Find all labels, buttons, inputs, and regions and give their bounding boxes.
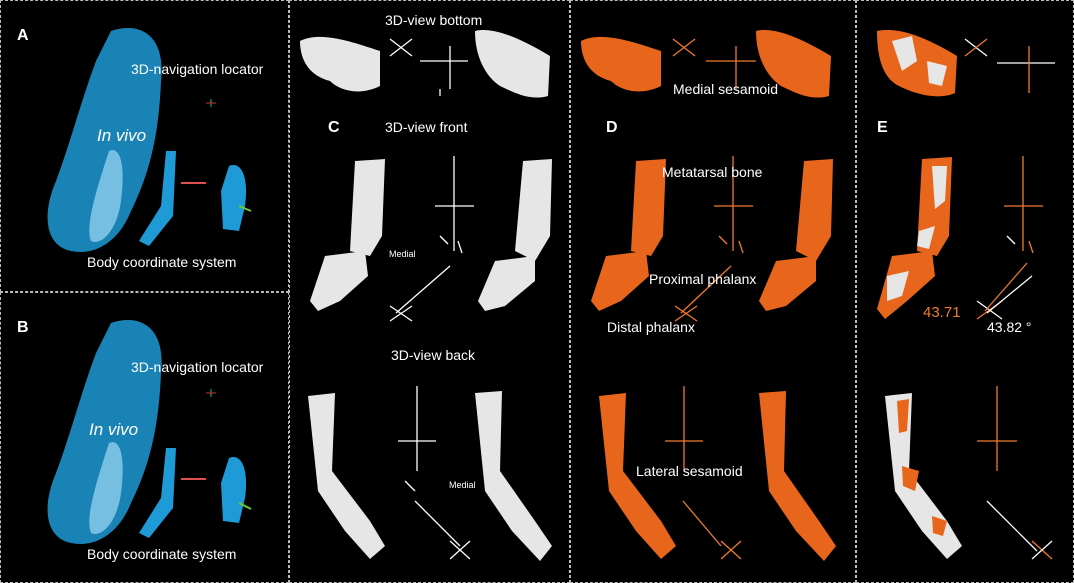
distal-phalanx-label: Distal phalanx bbox=[607, 319, 695, 335]
proximal-phalanx-label: Proximal phalanx bbox=[649, 271, 757, 287]
medial-label-front: Medial bbox=[389, 249, 416, 259]
panel-b-label: B bbox=[17, 319, 29, 336]
view-back-label: 3D-view back bbox=[391, 347, 476, 363]
view-bottom-label: 3D-view bottom bbox=[385, 12, 483, 28]
in-vivo-label-a: In vivo bbox=[97, 126, 147, 145]
panel-d: Medial sesamoid D Metatarsal bone Proxim… bbox=[570, 0, 856, 583]
foot-model-a bbox=[47, 28, 252, 252]
panel-e-label: E bbox=[877, 119, 888, 136]
bone-models-white bbox=[300, 30, 552, 561]
bone-models-overlay bbox=[877, 30, 1055, 560]
panel-c-label: C bbox=[328, 119, 340, 136]
view-front-label: 3D-view front bbox=[385, 119, 468, 135]
foot-model-b bbox=[47, 320, 252, 544]
lateral-sesamoid-label: Lateral sesamoid bbox=[636, 463, 743, 479]
panel-d-label: D bbox=[606, 119, 618, 136]
panel-a-label: A bbox=[17, 27, 29, 44]
in-vivo-label-b: In vivo bbox=[89, 420, 139, 439]
panel-e: E 43.71 43.82 ° bbox=[856, 0, 1074, 583]
coord-system-label-a: Body coordinate system bbox=[87, 254, 237, 270]
panel-a: A 3D-navigation locator In vivo Body coo… bbox=[0, 0, 289, 292]
panel-b: B 3D-navigation locator In vivo Body coo… bbox=[0, 292, 289, 583]
metatarsal-bone-label: Metatarsal bone bbox=[662, 164, 763, 180]
bone-models-orange bbox=[581, 30, 836, 561]
medial-sesamoid-label: Medial sesamoid bbox=[673, 81, 779, 97]
angle-value-white: 43.82 ° bbox=[987, 319, 1032, 335]
angle-value-orange: 43.71 bbox=[923, 304, 961, 321]
medial-label-back: Medial bbox=[449, 480, 476, 490]
coord-system-label-b: Body coordinate system bbox=[87, 546, 237, 562]
locator-label-a: 3D-navigation locator bbox=[131, 61, 264, 77]
locator-label-b: 3D-navigation locator bbox=[131, 359, 264, 375]
panel-c: 3D-view bottom C 3D-view front Medial 3D… bbox=[289, 0, 570, 583]
